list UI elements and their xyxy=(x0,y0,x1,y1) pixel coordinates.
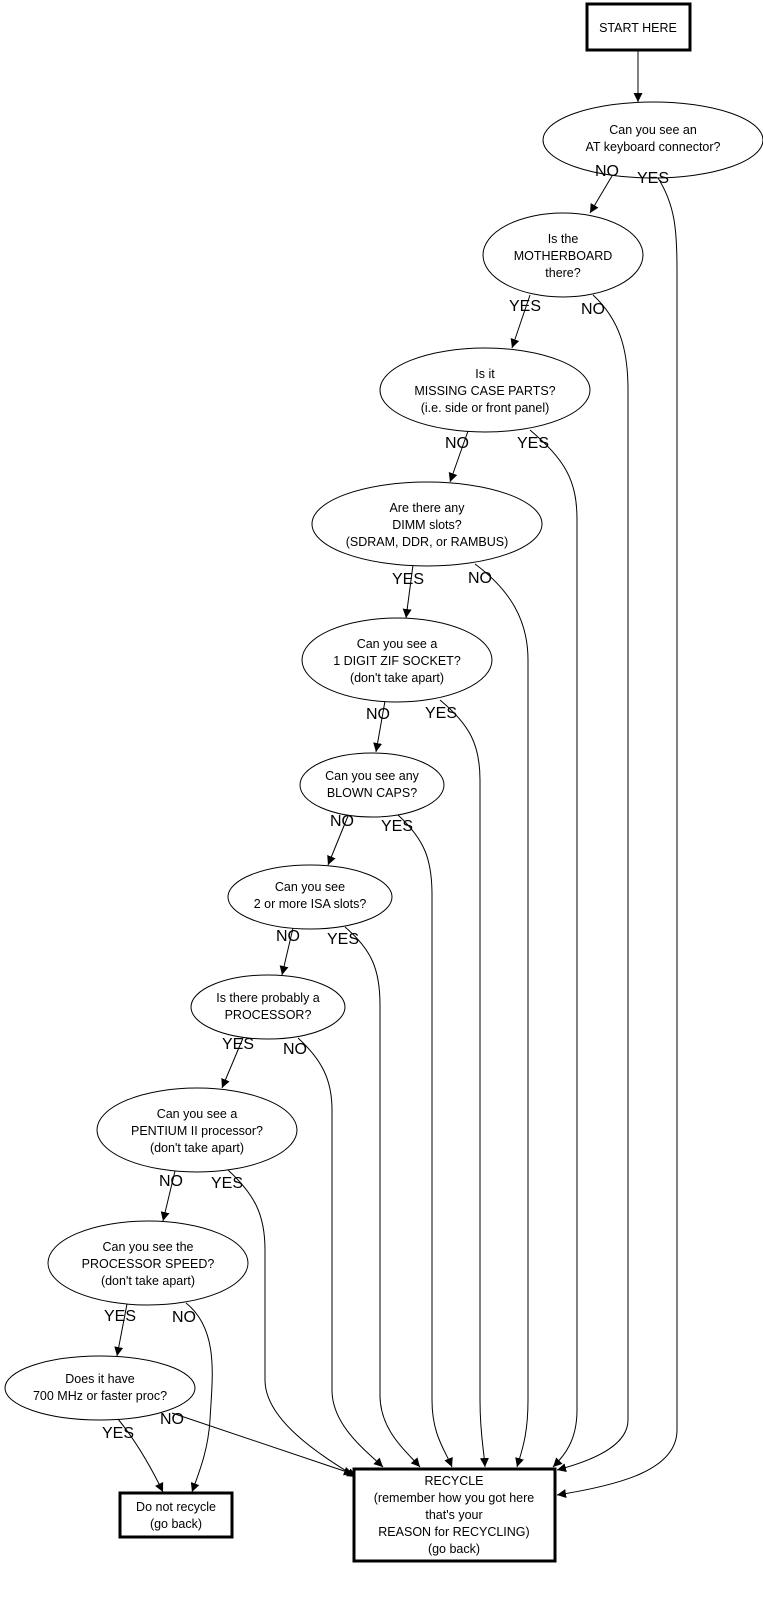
edge-q1-recycle xyxy=(556,177,678,1499)
edge-label-no: NO xyxy=(159,1173,183,1190)
node-start: START HERE xyxy=(585,2,692,52)
node-text: (go back) xyxy=(150,1517,202,1531)
node-text: Is the xyxy=(548,232,579,246)
node-text: DIMM slots? xyxy=(392,518,462,532)
node-text: BLOWN CAPS? xyxy=(327,786,417,800)
node-text: Does it have xyxy=(65,1372,135,1386)
edge-q9-recycle xyxy=(227,1169,357,1478)
node-text: MOTHERBOARD xyxy=(514,249,613,263)
node-text: AT keyboard connector? xyxy=(585,140,720,154)
node-text: (SDRAM, DDR, or RAMBUS) xyxy=(346,535,509,549)
edge-label-yes: YES xyxy=(381,818,413,835)
edge-q3-q4 xyxy=(448,430,469,483)
edge-label-no: NO xyxy=(595,163,619,180)
edge-label-no: NO xyxy=(445,435,469,452)
node-recycle: RECYCLE (remember how you got here that'… xyxy=(352,1467,557,1563)
node-text: 1 DIGIT ZIF SOCKET? xyxy=(333,654,461,668)
node-start-label: START HERE xyxy=(599,21,677,35)
edge-label-no: NO xyxy=(276,928,300,945)
edge-label-yes: YES xyxy=(425,705,457,722)
node-q6: Can you see any BLOWN CAPS? xyxy=(299,752,445,818)
node-text: (remember how you got here xyxy=(374,1491,535,1505)
node-q7: Can you see 2 or more ISA slots? xyxy=(227,864,393,930)
edge-label-no: NO xyxy=(172,1309,196,1326)
node-q9: Can you see a PENTIUM II processor? (don… xyxy=(96,1087,298,1173)
edge-label-yes: YES xyxy=(102,1425,134,1442)
node-do-not-recycle: Do not recycle (go back) xyxy=(118,1491,234,1539)
edge-q1-q2 xyxy=(589,175,613,214)
node-text: 700 MHz or faster proc? xyxy=(33,1389,167,1403)
edge-q10-q11 xyxy=(114,1303,128,1357)
edge-q10-keep xyxy=(185,1302,213,1493)
node-text: (i.e. side or front panel) xyxy=(421,401,550,415)
node-q2: Is the MOTHERBOARD there? xyxy=(482,212,644,298)
node-q3: Is it MISSING CASE PARTS? (i.e. side or … xyxy=(379,347,591,433)
node-text: Can you see xyxy=(275,880,345,894)
edge-q11-recycle xyxy=(171,1412,354,1476)
edge-q6-recycle xyxy=(397,814,453,1468)
edge-q3-recycle xyxy=(529,429,578,1468)
edge-q9-q10 xyxy=(160,1170,176,1222)
node-q4: Are there any DIMM slots? (SDRAM, DDR, o… xyxy=(311,481,543,567)
edge-label-no: NO xyxy=(581,301,605,318)
edge-label-yes: YES xyxy=(104,1308,136,1325)
edge-q7-q8 xyxy=(279,927,294,976)
node-q5: Can you see a 1 DIGIT ZIF SOCKET? (don't… xyxy=(301,617,493,703)
node-text: Is it xyxy=(475,367,495,381)
edge-label-yes: YES xyxy=(211,1175,243,1192)
node-text: MISSING CASE PARTS? xyxy=(414,384,555,398)
edges xyxy=(114,51,678,1499)
edge-q8-recycle xyxy=(297,1037,384,1468)
edge-label-yes: YES xyxy=(222,1036,254,1053)
edge-q4-q5 xyxy=(402,564,414,619)
edge-q5-recycle xyxy=(439,699,489,1468)
edge-label-no: NO xyxy=(468,570,492,587)
node-text: Do not recycle xyxy=(136,1500,216,1514)
edge-label-yes: YES xyxy=(392,571,424,588)
node-q11: Does it have 700 MHz or faster proc? xyxy=(4,1355,196,1421)
node-text: Are there any xyxy=(389,501,465,515)
node-text: 2 or more ISA slots? xyxy=(254,897,367,911)
node-text: (go back) xyxy=(428,1542,480,1556)
edge-q5-q6 xyxy=(373,700,386,753)
node-q8: Is there probably a PROCESSOR? xyxy=(190,974,346,1040)
edge-labels: NO YES YES NO NO YES YES NO NO YES NO YE… xyxy=(102,163,669,1442)
node-text: Can you see a xyxy=(157,1107,238,1121)
node-text: REASON for RECYCLING) xyxy=(378,1525,529,1539)
node-text: Can you see an xyxy=(609,123,697,137)
node-q10: Can you see the PROCESSOR SPEED? (don't … xyxy=(47,1220,249,1306)
node-text: RECYCLE xyxy=(424,1474,483,1488)
edge-label-no: NO xyxy=(366,706,390,723)
node-text: (don't take apart) xyxy=(101,1274,195,1288)
edge-label-no: NO xyxy=(160,1411,184,1428)
node-text: Is there probably a xyxy=(216,991,320,1005)
node-text: PENTIUM II processor? xyxy=(131,1124,263,1138)
node-text: (don't take apart) xyxy=(150,1141,244,1155)
edge-label-yes: YES xyxy=(509,298,541,315)
edge-label-no: NO xyxy=(330,813,354,830)
edge-label-yes: YES xyxy=(637,170,669,187)
node-text: PROCESSOR SPEED? xyxy=(82,1257,215,1271)
edge-label-no: NO xyxy=(283,1041,307,1058)
node-text: Can you see any xyxy=(325,769,420,783)
edge-label-yes: YES xyxy=(517,435,549,452)
edge-q4-recycle xyxy=(474,563,529,1468)
edge-q6-q7 xyxy=(327,815,349,866)
node-text: PROCESSOR? xyxy=(225,1008,312,1022)
node-text: that's your xyxy=(425,1508,482,1522)
edge-q7-recycle xyxy=(344,926,421,1468)
edge-q11-keep xyxy=(117,1418,164,1493)
node-text: Can you see a xyxy=(357,637,438,651)
edge-label-yes: YES xyxy=(327,931,359,948)
node-text: Can you see the xyxy=(102,1240,193,1254)
node-q1: Can you see an AT keyboard connector? xyxy=(542,101,763,179)
edge-q2-q3 xyxy=(510,294,531,349)
edge-q8-q9 xyxy=(221,1037,244,1089)
edge-q2-recycle xyxy=(556,294,629,1473)
node-text: there? xyxy=(545,266,580,280)
node-text: (don't take apart) xyxy=(350,671,444,685)
